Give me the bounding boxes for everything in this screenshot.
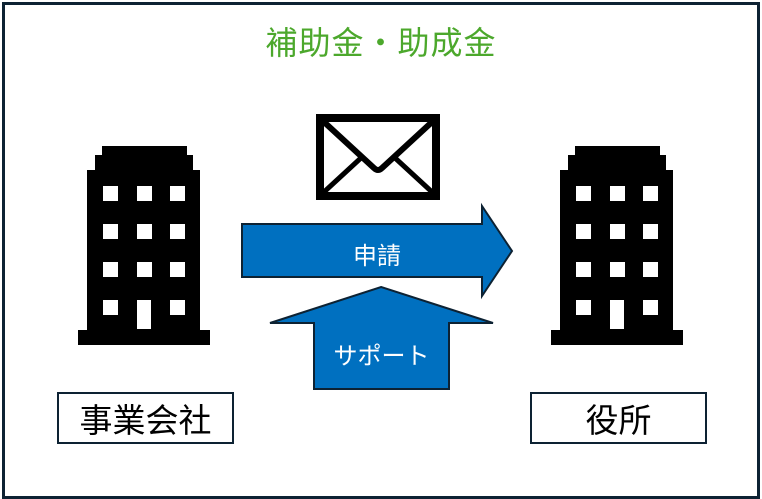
diagram-title: 補助金・助成金 <box>265 24 497 62</box>
office-label: 役所 <box>530 392 707 444</box>
apply-label: 申請 <box>353 242 401 270</box>
apply-arrow <box>241 202 514 300</box>
company-building-icon <box>78 146 210 345</box>
envelope-icon <box>316 114 440 200</box>
company-label: 事業会社 <box>57 392 234 444</box>
support-label: サポート <box>333 342 430 370</box>
office-building-icon <box>551 146 683 345</box>
support-arrow <box>269 285 494 390</box>
